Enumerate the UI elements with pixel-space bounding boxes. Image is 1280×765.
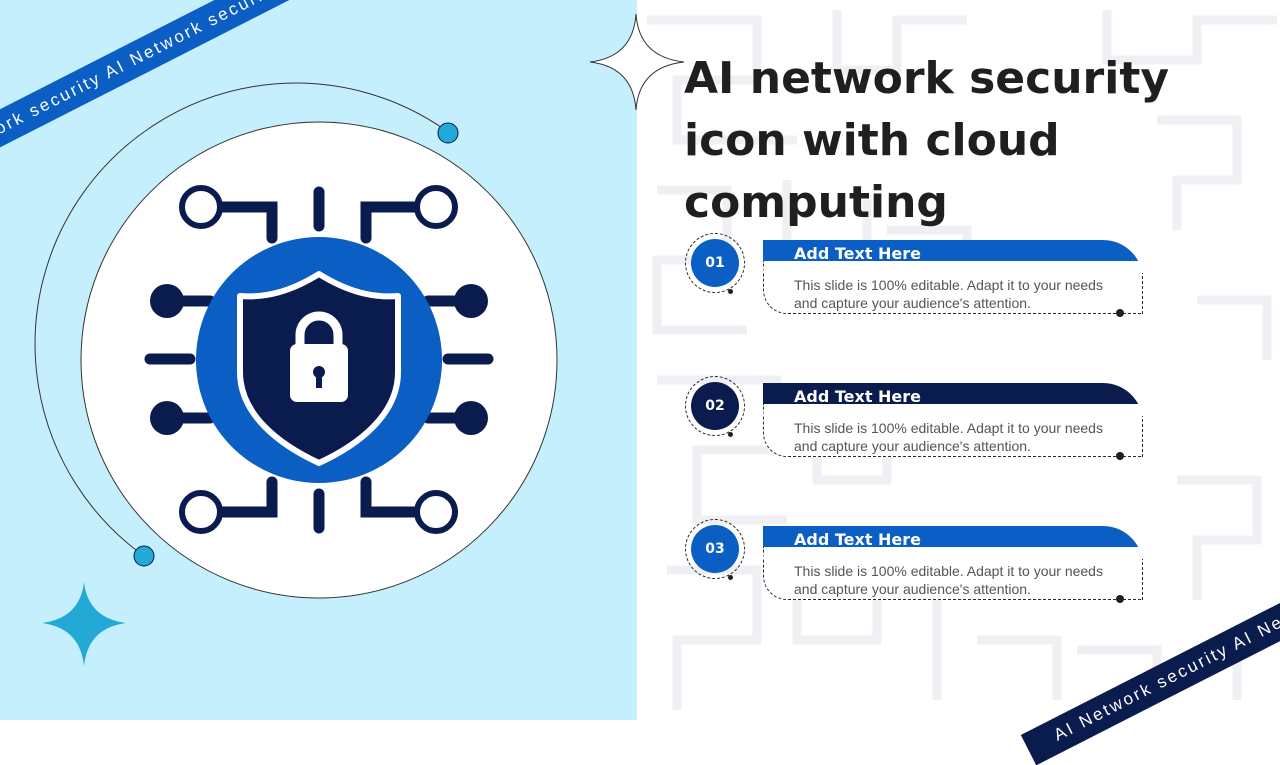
ring-dot bbox=[728, 289, 733, 294]
circuit-nodes bbox=[179, 185, 458, 534]
circuit-icon bbox=[144, 186, 494, 534]
card-end-dot bbox=[1116, 309, 1124, 317]
sparkle-bottom-icon bbox=[42, 582, 126, 666]
orbit-dot-bottom-icon bbox=[133, 545, 155, 567]
lock-keyhole-slot bbox=[316, 374, 322, 388]
item-number: 01 bbox=[691, 239, 739, 287]
orbit-arc bbox=[34, 82, 449, 557]
item-body-card bbox=[762, 261, 1143, 314]
item-heading: Add Text Here bbox=[794, 530, 922, 549]
item-body-card bbox=[762, 547, 1143, 600]
security-illustration bbox=[34, 82, 558, 666]
item-number: 03 bbox=[691, 525, 739, 573]
number-ring bbox=[685, 376, 745, 436]
list-item: 02 Add Text Here This slide is 100% edit… bbox=[680, 376, 1150, 476]
orbit-dot-top-icon bbox=[437, 122, 459, 144]
right-panel bbox=[637, 0, 1280, 720]
item-heading: Add Text Here bbox=[794, 244, 922, 263]
number-ring bbox=[685, 233, 745, 293]
card-end-dot bbox=[1116, 595, 1124, 603]
sparkle-top-icon bbox=[589, 13, 685, 111]
lock-shackle bbox=[295, 311, 343, 345]
card-end-dot bbox=[1116, 452, 1124, 460]
list-item: 03 Add Text Here This slide is 100% edit… bbox=[680, 519, 1150, 619]
item-heading: Add Text Here bbox=[794, 387, 922, 406]
item-body-text: This slide is 100% editable. Adapt it to… bbox=[794, 563, 1103, 597]
number-ring bbox=[685, 519, 745, 579]
ring-dot bbox=[728, 575, 733, 580]
item-body-text: This slide is 100% editable. Adapt it to… bbox=[794, 277, 1103, 311]
page-title: AI network security icon with cloud comp… bbox=[684, 53, 1170, 228]
item-body-card bbox=[762, 404, 1143, 457]
ring-dot bbox=[728, 432, 733, 437]
list-item: 01 Add Text Here This slide is 100% edit… bbox=[680, 233, 1150, 333]
item-body-text: This slide is 100% editable. Adapt it to… bbox=[794, 420, 1103, 454]
item-number: 02 bbox=[691, 382, 739, 430]
circuit-solid-nodes bbox=[150, 284, 488, 435]
